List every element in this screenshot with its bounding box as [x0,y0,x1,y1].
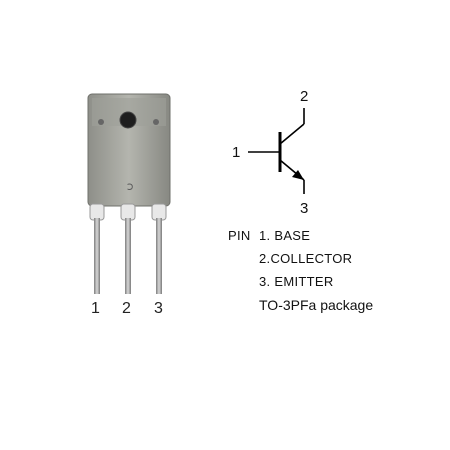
pin-desc-emitter: 3. EMITTER [259,274,334,289]
emitter-arrow [292,170,304,180]
leg-3 [156,218,162,294]
leg-1 [94,218,100,294]
package-pin-label-1: 1 [91,300,100,317]
pin-desc-base: 1. BASE [259,228,311,243]
leg-shoulder-1 [89,203,105,221]
transistor-package-image: Ↄ [87,93,171,294]
symbol-base-label: 1 [232,144,241,161]
leg-shoulder-3 [151,203,167,221]
symbol-emitter-label: 3 [300,200,309,217]
mounting-hole [119,111,137,129]
symbol-collector-label: 2 [300,88,309,105]
package-pin-label-3: 3 [154,300,163,317]
pin-prefix: PIN [228,228,251,243]
package-name: TO-3PFa package [259,297,374,313]
collector-line [279,123,305,145]
pin-desc-collector: 2.COLLECTOR [259,251,353,266]
right-dimple [153,119,159,125]
leg-shoulder-2 [120,203,136,221]
package-pin-label-2: 2 [122,300,131,317]
left-dimple [98,119,104,125]
leg-2 [125,218,131,294]
npn-transistor-symbol [248,108,305,194]
body-mark: Ↄ [127,182,133,192]
